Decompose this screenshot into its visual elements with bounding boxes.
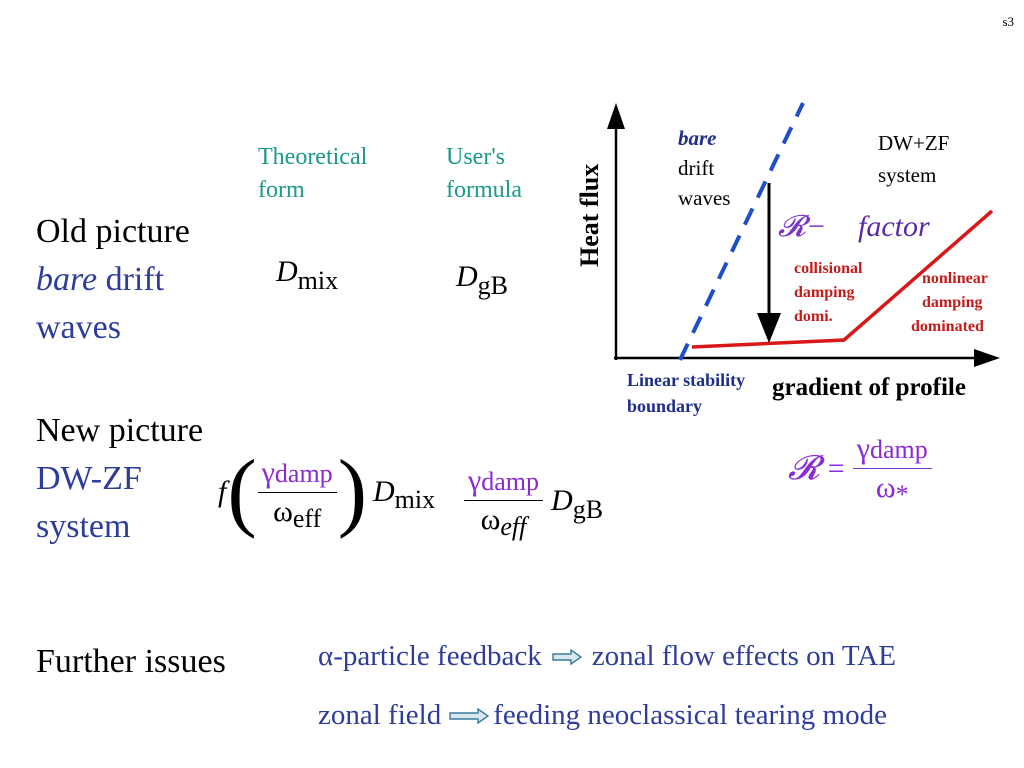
slide-number: s3: [1002, 14, 1014, 29]
further-issue-row-1: α-particle feedback zonal flow effects o…: [318, 640, 896, 673]
old-picture-title: Old picture: [36, 213, 190, 250]
d-symbol: D: [276, 255, 298, 288]
y-axis-arrow: [607, 103, 625, 129]
header-users-formula: User's formula: [446, 144, 522, 203]
further-issues-title: Further issues: [36, 643, 226, 680]
collisional-label-3: domi.: [794, 308, 833, 325]
nonlinear-label-3: dominated: [911, 318, 984, 335]
gamma-symbol: γ: [261, 455, 275, 489]
gb-subscript: gB: [572, 494, 604, 524]
system-label: system: [878, 163, 936, 187]
r-factor-formula: 𝓡 = γdamp ω*: [788, 432, 932, 509]
drift-text: drift: [97, 261, 165, 298]
bare-italic: bare: [36, 261, 98, 298]
d-symbol: D: [551, 483, 573, 517]
collisional-label-1: collisional: [794, 260, 863, 277]
collisional-label-2: damping: [794, 284, 854, 301]
r-symbol: 𝓡: [788, 449, 820, 487]
old-theory-formula: Dmix: [276, 255, 338, 295]
gamma-symbol: γ: [856, 432, 870, 465]
omega-symbol: ω: [273, 494, 293, 528]
neoclassical-tearing-text: feeding neoclassical tearing mode: [493, 699, 887, 731]
eff-subscript: eff: [500, 512, 527, 541]
right-arrow-icon: [449, 707, 490, 724]
right-paren: ): [337, 443, 367, 540]
star-subscript: *: [895, 480, 909, 509]
alpha-symbol: α: [318, 640, 334, 672]
old-picture-label: Old picture bare drift waves: [36, 208, 190, 352]
waves-label: waves: [678, 186, 730, 210]
bare-label: bare: [678, 126, 717, 150]
x-axis-label: gradient of profile: [772, 374, 966, 401]
d-symbol: D: [456, 260, 478, 293]
omega-symbol: ω: [480, 503, 501, 536]
new-picture-dwzf: DW-ZF: [36, 460, 142, 497]
gamma-symbol: γ: [468, 464, 482, 497]
damp-subscript: damp: [481, 467, 540, 496]
d-symbol: D: [373, 475, 395, 508]
heat-flux-diagram: Heat flux gradient of profile bare drift…: [575, 102, 1000, 416]
drift-label: drift: [678, 156, 714, 180]
mix-subscript: mix: [297, 266, 339, 295]
damp-subscript: damp: [869, 435, 928, 464]
bare-drift-waves-line: [678, 102, 805, 361]
mix-subscript: mix: [394, 485, 436, 514]
dwzf-label: DW+ZF: [878, 131, 949, 155]
r-fraction: γdamp ω*: [852, 432, 932, 509]
nonlinear-label-2: damping: [922, 294, 982, 311]
old-user-formula: DgB: [456, 260, 508, 300]
eff-subscript: eff: [292, 503, 322, 533]
damp-subscript: damp: [274, 458, 333, 488]
zonal-flow-tae-text: zonal flow effects on TAE: [591, 640, 896, 672]
r-factor-symbol: 𝓡−: [778, 210, 826, 243]
gamma-over-omega-fraction: γdamp ωeff: [257, 455, 337, 533]
omega-symbol: ω: [875, 471, 896, 504]
gb-subscript: gB: [477, 271, 509, 300]
alpha-particle-feedback-text: -particle feedback: [333, 640, 542, 672]
linear-stability-label-1: Linear stability: [627, 370, 745, 390]
further-issue-row-2: zonal field feeding neoclassical tearing…: [318, 699, 887, 732]
linear-stability-label-2: boundary: [627, 396, 702, 416]
gamma-over-omega-eff-fraction: γdamp ωeff: [464, 464, 544, 541]
old-picture-waves: waves: [36, 309, 121, 346]
equals-sign: =: [827, 451, 845, 485]
new-picture-title: New picture: [36, 412, 204, 449]
dwzf-system-line: [691, 209, 994, 349]
x-axis-arrow: [974, 349, 1000, 367]
nonlinear-label-1: nonlinear: [922, 270, 988, 287]
new-picture-label: New picture DW-ZF system: [36, 407, 203, 551]
factor-label: factor: [858, 210, 930, 243]
header-theoretical-form: Theoretical form: [258, 144, 368, 203]
new-picture-system: system: [36, 508, 131, 545]
reduction-arrow-head: [757, 313, 781, 343]
right-arrow-icon: [552, 648, 582, 665]
new-user-formula: γdamp ωeff DgB: [464, 464, 604, 541]
old-picture-subtitle: bare drift: [36, 256, 190, 304]
f-symbol: f: [218, 475, 227, 508]
zonal-field-text: zonal field: [318, 699, 442, 731]
y-axis-label: Heat flux: [575, 164, 604, 267]
left-paren: (: [227, 443, 257, 540]
